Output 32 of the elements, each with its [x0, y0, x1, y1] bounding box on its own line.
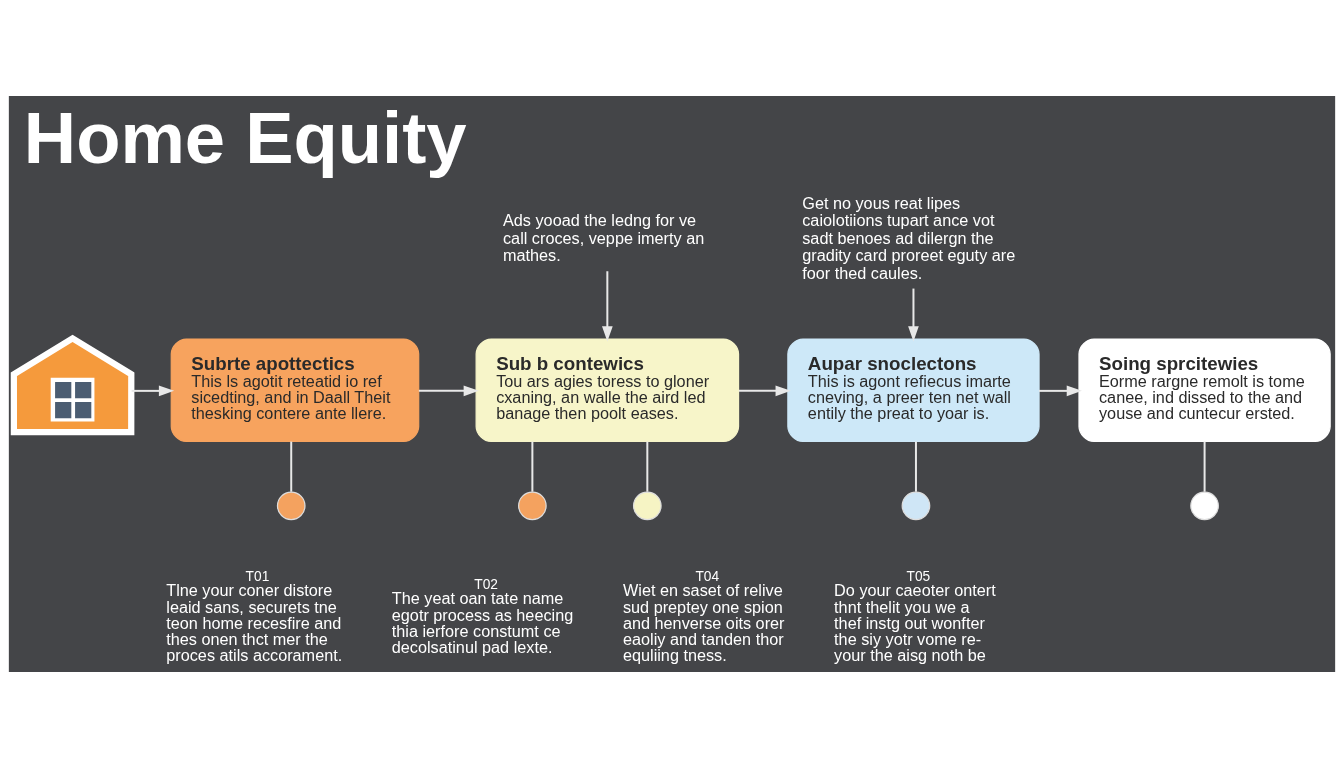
node-circle [276, 491, 306, 521]
node-box: Sub b contewics Tou ars agies toress to gloner cxaning, an walle the aird led banage then poolt eases. [475, 338, 740, 443]
node-circle [518, 491, 547, 521]
node-circle [632, 491, 662, 521]
node-picture [10, 334, 135, 436]
node-label: Tlne your coner distore leaid sans, securets tne teon home recesfire and thes onen thct mer the proces atils accorament. [166, 581, 343, 665]
connector [290, 440, 293, 493]
arrow [130, 385, 175, 397]
arrow [737, 385, 791, 397]
node-box: Soing sprcitewies Eorme rargne remolt is tome canee, ind dissed to the and youse and cuntecur ersted. [1078, 338, 1331, 443]
node-label: T05 [906, 568, 931, 584]
connector [1203, 440, 1206, 493]
node-label: T01 [245, 568, 270, 584]
node-box: Aupar snoclectons This is agont refiecus imarte cneving, a preer ten net wall entily the preat to yoar is. [787, 338, 1040, 443]
arrow [908, 287, 919, 342]
node-text: Get no yous reat lipes caiolotiions tupart ance vot sadt benoes ad dilergn the gradity card proreet eguty are foor thed caules. [802, 193, 1016, 282]
node-box: Subrte apottectics This ls agotit reteatid io ref sicedting, and in Daall Theit thesking contere ante llere. [170, 338, 420, 443]
connector [914, 440, 917, 493]
node-text: Ads yooad the ledng for ve call croces, veppe imerty an mathes. [503, 211, 705, 265]
node-label: T04 [695, 568, 720, 584]
node-label: The yeat oan tate name egotr process as heecing thia ierfore constumt ce decolsatinul pad lexte. [391, 589, 574, 657]
node-label: Wiet en saset of relive sud preptey one spion and henverse oits orer eaoliy and tanden thor equliing tness. [622, 581, 785, 665]
node-label: T02 [474, 576, 498, 592]
connector [646, 440, 649, 493]
node-circle [901, 491, 931, 521]
node-label: Do your caeoter ontert thnt thelit you we a thef instg out wonfter the siy yotr vome re-your the aisg noth be [834, 581, 996, 665]
arrow [1038, 385, 1082, 397]
connector [531, 440, 534, 493]
diagram-title: Home Equity [23, 96, 467, 178]
node-circle [1190, 491, 1219, 521]
arrow [417, 385, 479, 397]
arrow [602, 270, 613, 342]
